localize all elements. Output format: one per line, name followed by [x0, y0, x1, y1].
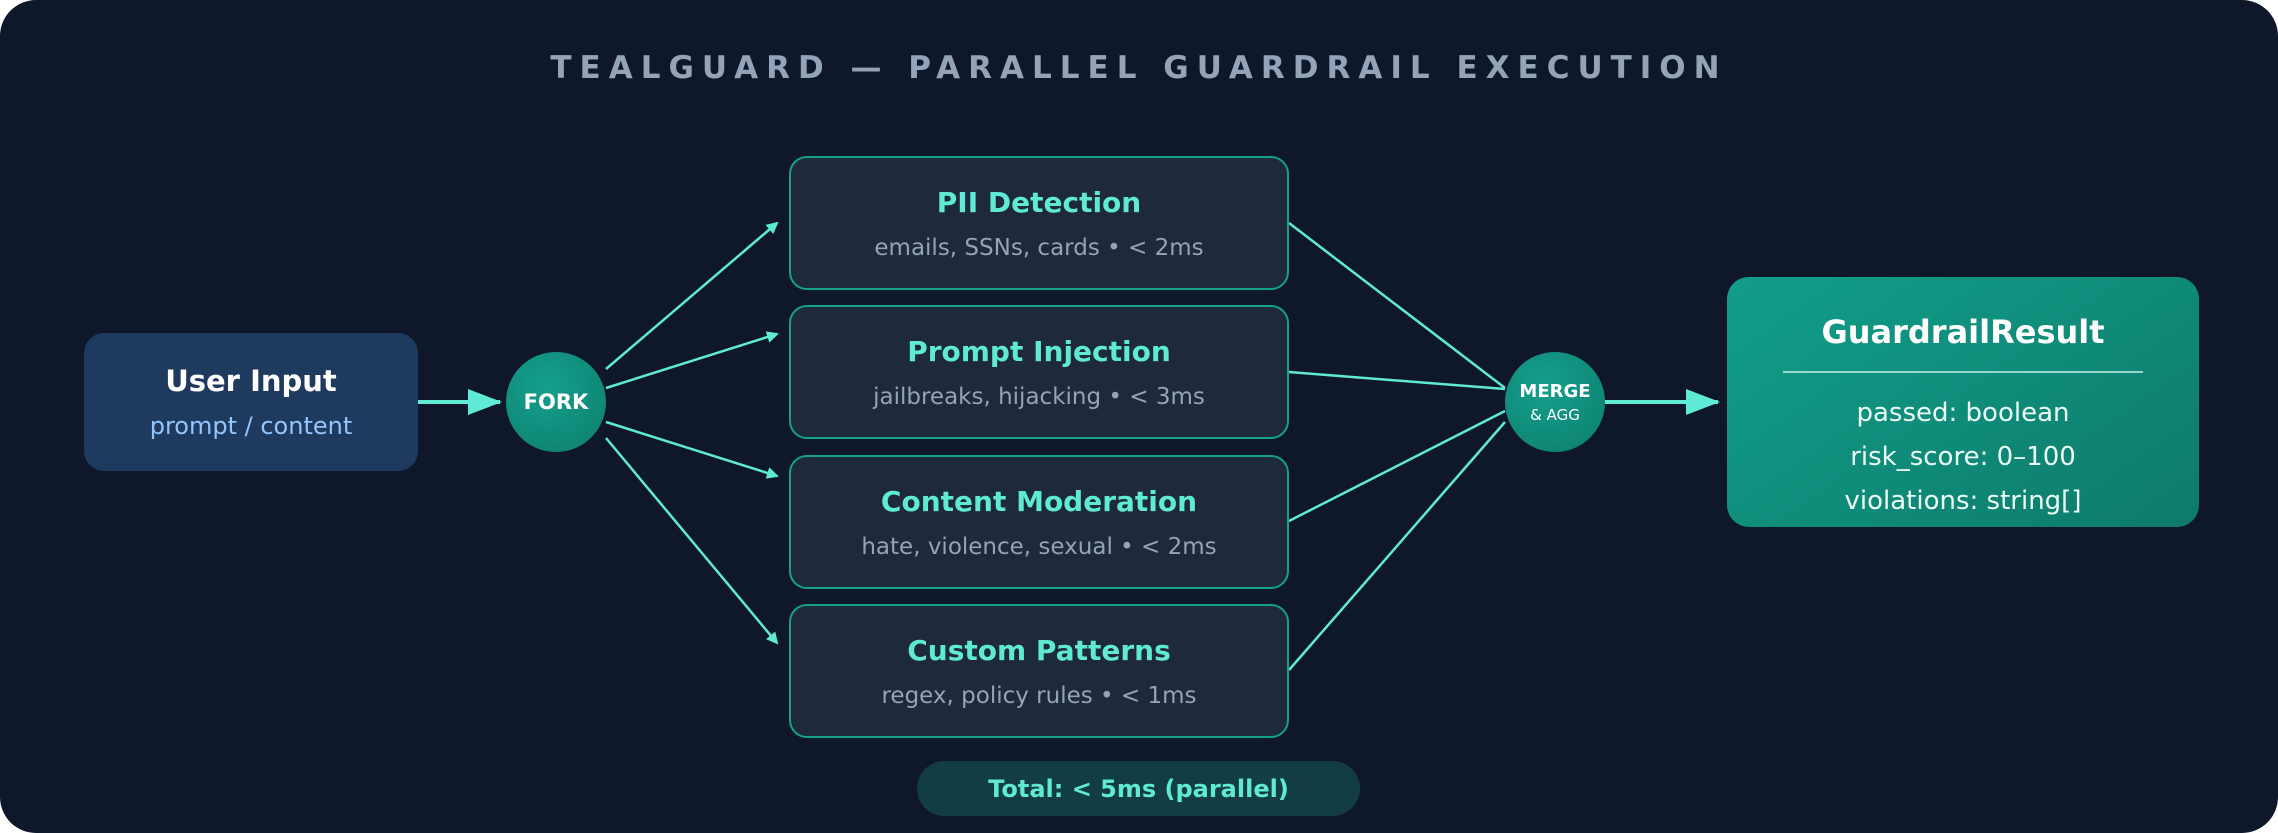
result-divider [1783, 371, 2143, 373]
user-input-node: User Input prompt / content [84, 333, 418, 471]
guardrail-result-node: GuardrailResult passed: boolean risk_sco… [1727, 277, 2199, 527]
guardrail-detail: jailbreaks, hijacking • < 3ms [873, 383, 1205, 410]
guardrail-detail: hate, violence, sexual • < 2ms [861, 533, 1217, 560]
fork-node: FORK [506, 352, 606, 452]
line-pii-to-merge [1288, 222, 1506, 389]
merge-node: MERGE & AGG [1505, 352, 1605, 452]
user-input-subtitle: prompt / content [149, 412, 353, 440]
fork-label: FORK [523, 390, 589, 414]
arrow-fork-to-pii [605, 221, 779, 370]
diagram-title: TEALGUARD — PARALLEL GUARDRAIL EXECUTION [550, 50, 1728, 86]
guardrail-custom-patterns: Custom Patterns regex, policy rules • < … [789, 604, 1289, 738]
result-field-violations: violations: string[] [1844, 486, 2082, 516]
guardrail-title: Custom Patterns [907, 633, 1171, 667]
result-field-risk-score: risk_score: 0–100 [1850, 442, 2076, 472]
result-title: GuardrailResult [1821, 313, 2105, 351]
line-custom-to-merge [1288, 421, 1506, 671]
total-latency-badge: Total: < 5ms (parallel) [917, 761, 1360, 816]
guardrail-title: PII Detection [936, 185, 1142, 219]
guardrail-prompt-injection: Prompt Injection jailbreaks, hijacking •… [789, 305, 1289, 439]
guardrail-content-moderation: Content Moderation hate, violence, sexua… [789, 455, 1289, 589]
arrow-fork-to-injection [605, 331, 779, 390]
guardrail-pii-detection: PII Detection emails, SSNs, cards • < 2m… [789, 156, 1289, 290]
arrow-fork-to-custom [605, 437, 779, 645]
guardrail-detail: regex, policy rules • < 1ms [881, 682, 1197, 709]
user-input-title: User Input [165, 364, 337, 398]
guardrail-detail: emails, SSNs, cards • < 2ms [874, 234, 1204, 261]
arrow-fork-to-moderation [605, 420, 779, 479]
merge-sublabel: & AGG [1530, 405, 1580, 424]
guardrail-title: Prompt Injection [907, 334, 1171, 368]
line-injection-to-merge [1288, 370, 1506, 391]
guardrail-title: Content Moderation [880, 484, 1198, 518]
merge-label: MERGE [1519, 380, 1591, 402]
result-field-passed: passed: boolean [1856, 398, 2070, 428]
line-moderation-to-merge [1288, 409, 1506, 523]
